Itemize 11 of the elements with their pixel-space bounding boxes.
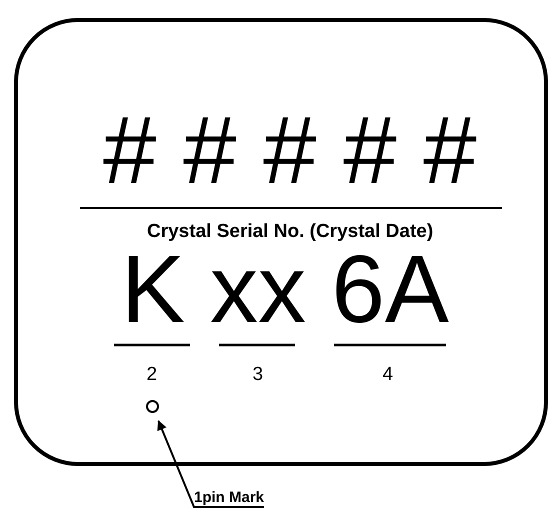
- marking-code: xx: [210, 242, 306, 338]
- serial-number-text: # # # # #: [103, 103, 477, 199]
- pin-mark-label: 1pin Mark: [194, 490, 264, 505]
- marking-caption: Crystal Serial No. (Crystal Date): [147, 222, 434, 241]
- marking-code: 6A: [332, 242, 449, 338]
- pin-mark-circle: [146, 400, 159, 413]
- callout-number: 2: [146, 365, 158, 384]
- callout-number: 3: [252, 365, 264, 384]
- leader-line: [157, 420, 264, 508]
- callout-number: 4: [382, 365, 394, 384]
- marking-code: K: [121, 242, 186, 338]
